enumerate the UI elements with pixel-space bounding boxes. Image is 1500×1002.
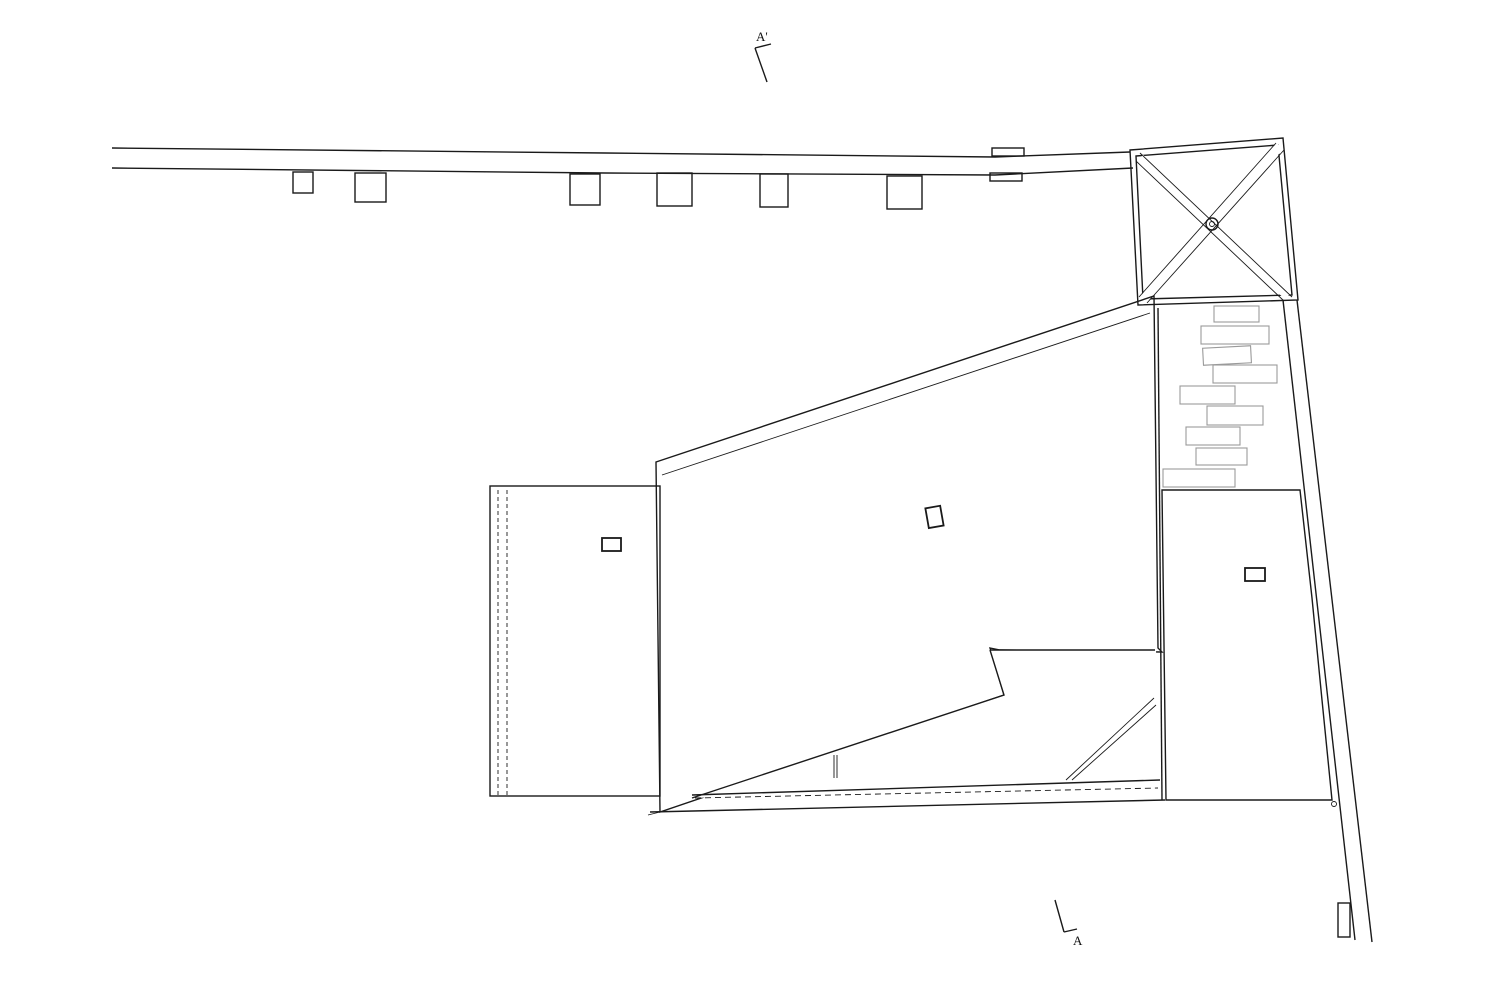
stone-paving xyxy=(1162,305,1278,488)
east-wall xyxy=(1282,299,1373,943)
east-roof xyxy=(1161,489,1333,801)
section-mark-top xyxy=(754,43,772,83)
section-mark-bottom xyxy=(1054,899,1078,933)
roof-ridge xyxy=(665,476,1153,642)
section-label-bottom: A xyxy=(1073,933,1083,948)
open-court xyxy=(647,649,1166,816)
section-label-top: A' xyxy=(756,29,768,44)
courtyard-edge xyxy=(1157,307,1163,801)
tower-roof xyxy=(1129,137,1299,306)
west-roof xyxy=(489,485,661,797)
wall-buttresses xyxy=(292,171,923,210)
boundary-wall xyxy=(111,147,1134,182)
